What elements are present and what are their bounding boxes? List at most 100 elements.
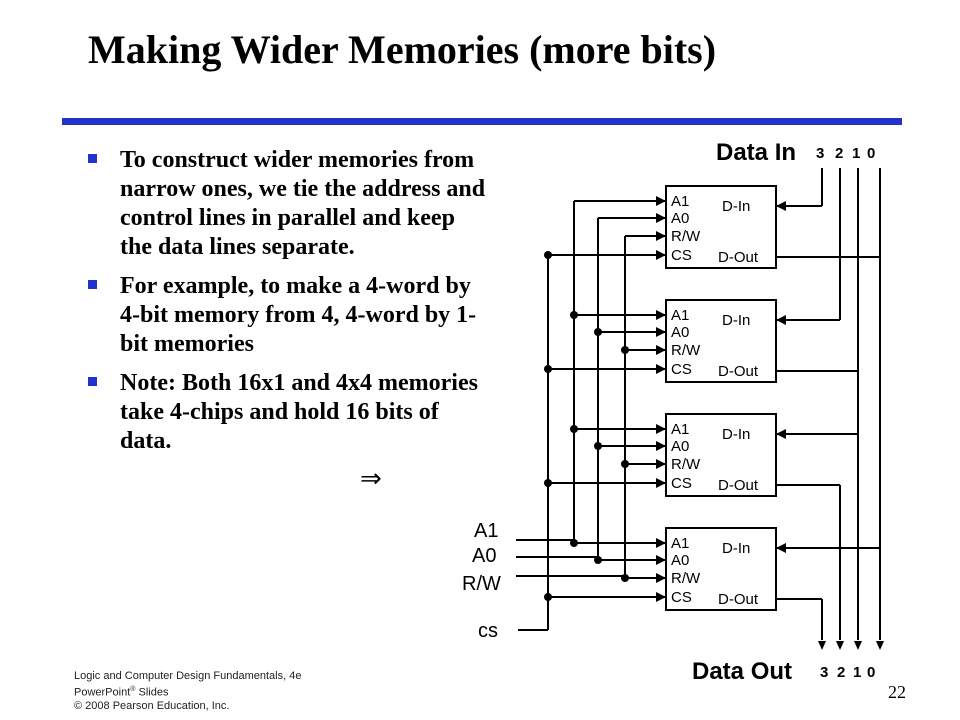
implies-arrow-icon: ⇒ bbox=[360, 464, 382, 494]
memory-chip-box bbox=[665, 299, 777, 383]
junction-dot bbox=[544, 365, 552, 373]
arrowheads-group bbox=[656, 196, 884, 650]
square-bullet-icon bbox=[88, 377, 97, 386]
title-underline-bar bbox=[62, 118, 902, 125]
data-in-bit-2: 2 bbox=[835, 145, 843, 162]
data-in-arrowhead bbox=[776, 543, 786, 553]
junction-dot bbox=[570, 425, 578, 433]
signal-label-cs: cs bbox=[478, 620, 498, 642]
control-pin-arrowhead bbox=[656, 310, 666, 320]
control-pin-arrowhead bbox=[656, 555, 666, 565]
memory-chip-box bbox=[665, 185, 777, 269]
chip-din-label: D-In bbox=[722, 540, 750, 557]
bullet-text: To construct wider memories from narrow … bbox=[120, 147, 486, 260]
data-in-bit-0: 0 bbox=[867, 145, 875, 162]
chip-pin-label: A0 bbox=[671, 210, 689, 227]
chip-pin-label: R/W bbox=[671, 342, 701, 359]
data-in-bit-3: 3 bbox=[816, 145, 824, 162]
control-pin-arrowhead bbox=[656, 327, 666, 337]
chip-pin-label: A1 bbox=[671, 535, 689, 552]
signal-label-a1: A1 bbox=[474, 520, 498, 542]
control-pin-arrowhead bbox=[656, 478, 666, 488]
slide-footer: Logic and Computer Design Fundamentals, … bbox=[74, 670, 301, 713]
square-bullet-icon bbox=[88, 280, 97, 289]
footer-line-book: Logic and Computer Design Fundamentals, … bbox=[74, 670, 302, 682]
chip-pin-label: CS bbox=[671, 247, 692, 264]
junction-dot bbox=[621, 460, 629, 468]
bullet-item: For example, to make a 4-word by 4-bit m… bbox=[86, 272, 486, 359]
slide-title: Making Wider Memories (more bits) bbox=[88, 27, 717, 72]
data-out-arrowhead bbox=[854, 641, 862, 650]
memory-chip-box bbox=[665, 413, 777, 497]
data-out-arrowhead bbox=[876, 641, 884, 650]
chip-pin-label: R/W bbox=[671, 228, 701, 245]
footer-line-copyright: © 2008 Pearson Education, Inc. bbox=[74, 699, 230, 712]
control-pin-arrowhead bbox=[656, 364, 666, 374]
junction-dot bbox=[544, 479, 552, 487]
control-pin-arrowhead bbox=[656, 459, 666, 469]
control-pin-arrowhead bbox=[656, 213, 666, 223]
bullet-text: Note: Both 16x1 and 4x4 memories take 4-… bbox=[120, 370, 478, 454]
bullet-item: To construct wider memories from narrow … bbox=[86, 146, 486, 262]
chip-pin-label: CS bbox=[671, 361, 692, 378]
control-pin-arrowhead bbox=[656, 345, 666, 355]
bullet-list: To construct wider memories from narrow … bbox=[86, 146, 486, 466]
chip-pin-label: A1 bbox=[671, 421, 689, 438]
control-pin-arrowhead bbox=[656, 538, 666, 548]
bullet-item: Note: Both 16x1 and 4x4 memories take 4-… bbox=[86, 369, 486, 456]
chip-pin-label: CS bbox=[671, 589, 692, 606]
chip-pin-label: A0 bbox=[671, 324, 689, 341]
footer-powerpoint-text: PowerPoint bbox=[74, 686, 131, 699]
data-out-bit-2: 2 bbox=[837, 664, 845, 681]
chip-pin-label: A1 bbox=[671, 193, 689, 210]
junction-dot bbox=[570, 311, 578, 319]
footer-registered-mark: ® bbox=[130, 686, 136, 693]
chips-group: A1A0R/WCSD-InD-OutA1A0R/WCSD-InD-OutA1A0… bbox=[665, 185, 777, 611]
control-pin-arrowhead bbox=[656, 231, 666, 241]
chip-din-label: D-In bbox=[722, 198, 750, 215]
control-pin-arrowhead bbox=[656, 196, 666, 206]
wire-group bbox=[516, 168, 881, 640]
data-out-label: Data Out bbox=[692, 658, 792, 685]
chip-dout-label: D-Out bbox=[718, 477, 759, 494]
data-out-bit-0: 0 bbox=[867, 664, 875, 681]
junction-dot bbox=[570, 539, 578, 547]
junction-dot bbox=[594, 442, 602, 450]
data-out-bit-3: 3 bbox=[820, 664, 828, 681]
memory-chip-box bbox=[665, 527, 777, 611]
junction-dot bbox=[594, 556, 602, 564]
signal-label-a0: A0 bbox=[472, 545, 496, 567]
data-out-bit-1: 1 bbox=[853, 664, 861, 681]
chip-dout-label: D-Out bbox=[718, 363, 759, 380]
data-out-arrowhead bbox=[836, 641, 844, 650]
data-out-arrowhead bbox=[818, 641, 826, 650]
chip-pin-label: A0 bbox=[671, 552, 689, 569]
junction-dot bbox=[621, 346, 629, 354]
data-in-arrowhead bbox=[776, 201, 786, 211]
chip-din-label: D-In bbox=[722, 426, 750, 443]
control-pin-arrowhead bbox=[656, 250, 666, 260]
control-pin-arrowhead bbox=[656, 592, 666, 602]
signal-label-rw: R/W bbox=[462, 573, 501, 595]
chip-pin-label: R/W bbox=[671, 570, 701, 587]
control-pin-arrowhead bbox=[656, 573, 666, 583]
junction-dots-group bbox=[544, 251, 629, 601]
junction-dot bbox=[621, 574, 629, 582]
data-in-arrowhead bbox=[776, 315, 786, 325]
footer-slides-text: Slides bbox=[135, 686, 169, 699]
square-bullet-icon bbox=[88, 154, 97, 163]
chip-dout-label: D-Out bbox=[718, 249, 759, 266]
chip-pin-label: A0 bbox=[671, 438, 689, 455]
chip-dout-label: D-Out bbox=[718, 591, 759, 608]
chip-pin-label: A1 bbox=[671, 307, 689, 324]
bullet-text: For example, to make a 4-word by 4-bit m… bbox=[120, 273, 477, 357]
page-number: 22 bbox=[888, 682, 906, 702]
control-pin-arrowhead bbox=[656, 441, 666, 451]
footer-line-slides: PowerPoint® Slides bbox=[74, 683, 301, 700]
chip-din-label: D-In bbox=[722, 312, 750, 329]
data-in-arrowhead bbox=[776, 429, 786, 439]
